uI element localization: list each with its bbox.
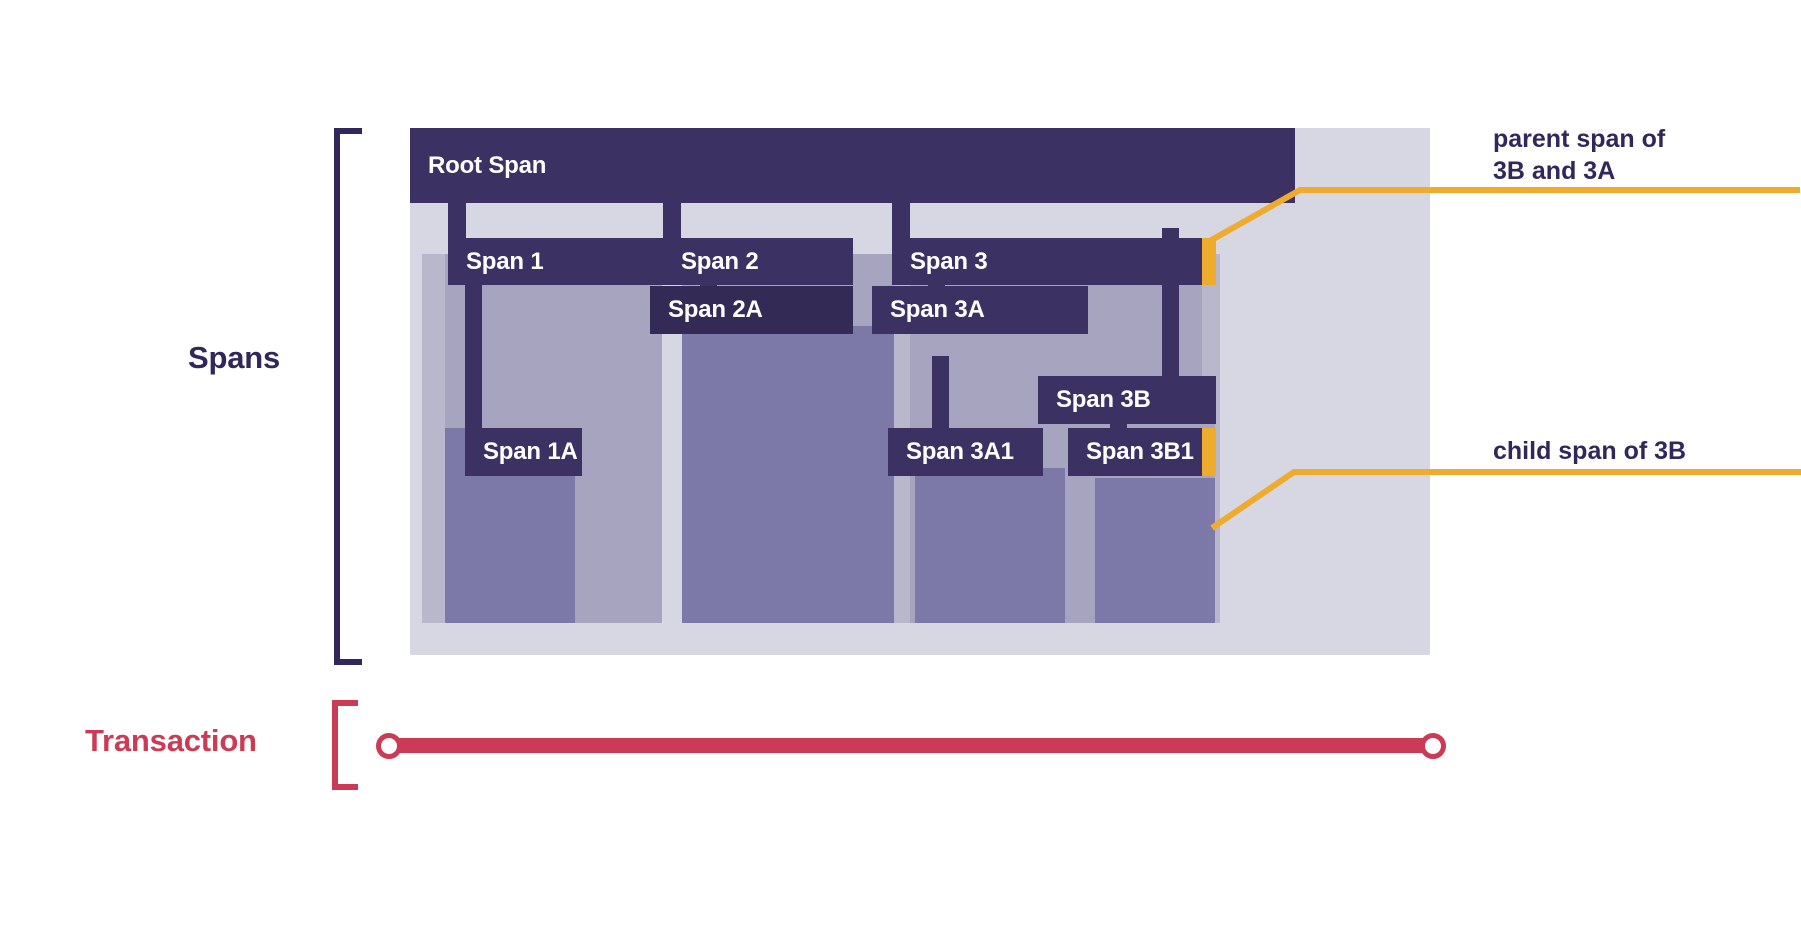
span-bar-span2a[interactable]: Span 2A (650, 286, 853, 334)
transaction-end-marker[interactable] (1420, 733, 1446, 759)
callout-leader-line-child (1210, 469, 1801, 531)
span-label-span1a: Span 1A (483, 438, 578, 465)
span-bar-root[interactable]: Root Span (410, 128, 1295, 203)
callout-leader-line-parent (1206, 187, 1800, 245)
span-label-span3a: Span 3A (890, 296, 985, 323)
span-bar-span3a[interactable]: Span 3A (872, 286, 1088, 334)
span-label-span3b1: Span 3B1 (1086, 438, 1194, 465)
highlight-marker-span3 (1202, 238, 1216, 285)
span-bar-span1[interactable]: Span 1 (448, 238, 676, 285)
span-bar-span3b[interactable]: Span 3B (1038, 376, 1216, 424)
callout-text-child: child span of 3B (1493, 437, 1687, 465)
span-bar-span3[interactable]: Span 3 (892, 238, 1216, 285)
connector-span1-to-span1a (465, 283, 482, 433)
highlight-marker-span3b1 (1202, 428, 1216, 476)
transaction-group-label: Transaction (85, 723, 257, 758)
span-label-span3a1: Span 3A1 (906, 438, 1014, 465)
connector-root-to-span3 (892, 200, 910, 244)
span-bar-span1a[interactable]: Span 1A (465, 428, 582, 476)
callout-text-parent: parent span of 3B and 3A (1493, 125, 1666, 185)
connector-root-to-span2 (663, 200, 681, 244)
span-label-root: Root Span (428, 151, 547, 179)
span-label-span1: Span 1 (466, 247, 544, 275)
column-span3a1 (915, 468, 1065, 623)
span-label-span2a: Span 2A (668, 296, 763, 323)
connector-root-to-span1 (448, 200, 466, 244)
transaction-bar[interactable] (386, 738, 1438, 753)
span-label-span2: Span 2 (681, 247, 759, 275)
spans-group-label: Spans (188, 340, 281, 375)
span-bar-span3b1[interactable]: Span 3B1 (1068, 428, 1216, 476)
transaction-bracket (332, 700, 358, 790)
span-bar-span2[interactable]: Span 2 (663, 238, 853, 285)
span-label-span3b: Span 3B (1056, 386, 1151, 413)
span-label-span3: Span 3 (910, 247, 988, 275)
transaction-start-marker[interactable] (376, 733, 402, 759)
spans-bracket (334, 128, 362, 665)
column-span2a (682, 326, 894, 623)
column-span3b1 (1095, 478, 1215, 623)
span-bar-span3a1[interactable]: Span 3A1 (888, 428, 1043, 476)
